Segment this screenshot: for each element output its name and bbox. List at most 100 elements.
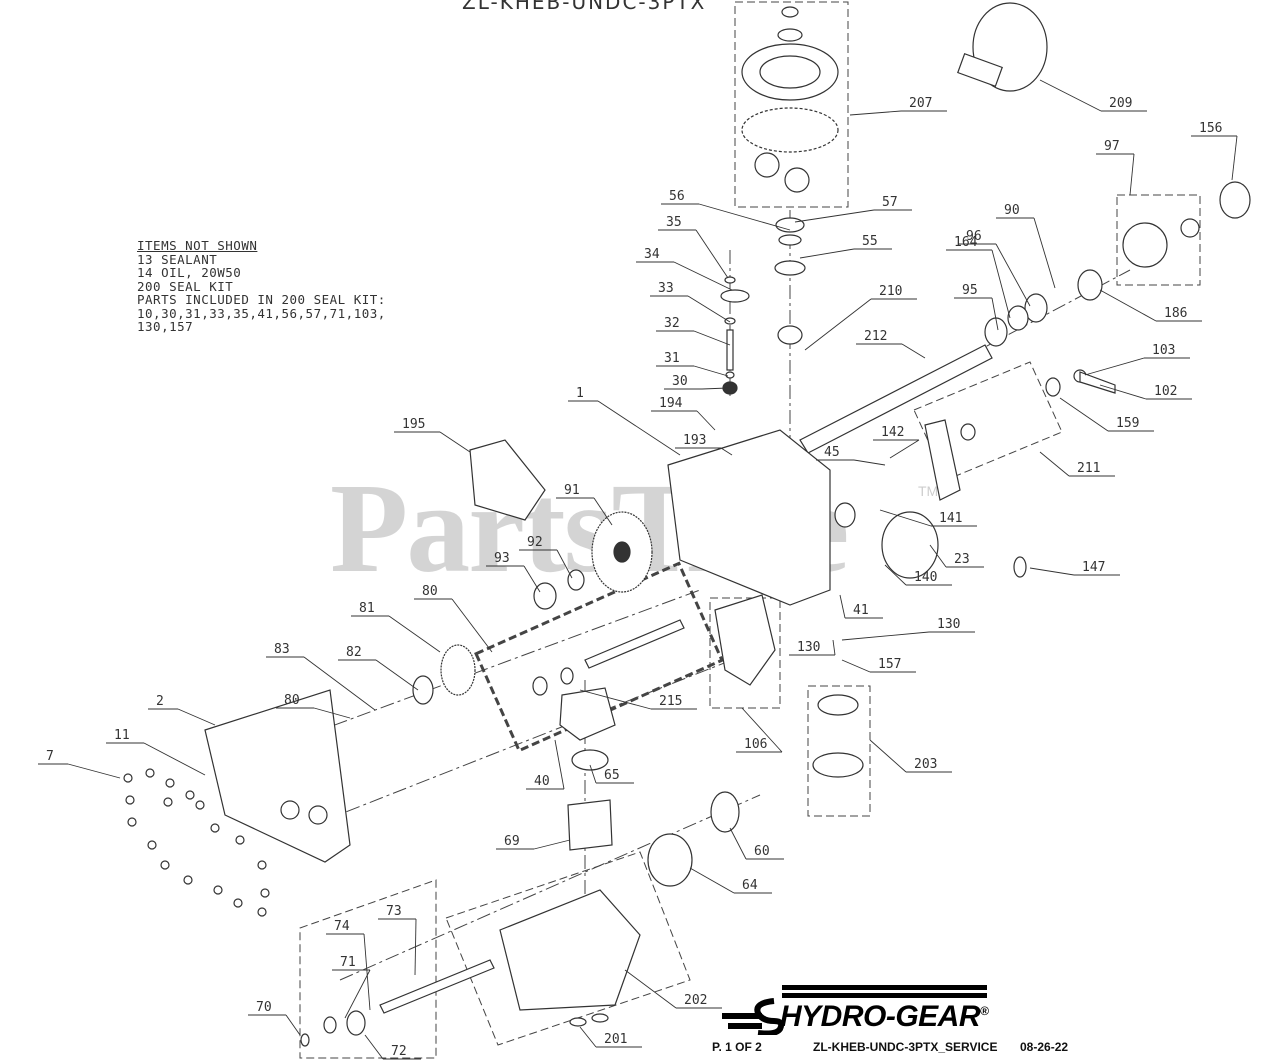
brand-name: HYDRO-GEAR®: [780, 1000, 989, 1033]
callout-label: 64: [742, 878, 758, 893]
callout-label: 41: [853, 603, 869, 618]
callout-leader: [841, 631, 930, 641]
callout-label: 157: [878, 657, 901, 672]
callout-label: 81: [359, 601, 375, 616]
valve-group-box: [807, 685, 871, 817]
callout-label: 130: [937, 617, 960, 632]
callout-leader: [869, 739, 907, 773]
callout-label: 91: [564, 483, 580, 498]
callout-leader: [1099, 289, 1157, 322]
callout-label: 212: [864, 329, 887, 344]
callout-leader: [1099, 384, 1147, 400]
callout-leader: [1033, 217, 1056, 289]
callout-leader: [794, 209, 875, 223]
callout-leader: [589, 764, 597, 784]
callout-label: 207: [909, 96, 932, 111]
callout-leader: [901, 343, 926, 359]
callout-leader: [884, 564, 907, 586]
callout-label: 194: [659, 396, 683, 411]
callout-label: 195: [402, 417, 425, 432]
callout-label: 73: [386, 904, 402, 919]
callout-leader: [597, 400, 681, 456]
callout-leader: [995, 243, 1031, 307]
callout-leader: [991, 249, 1011, 319]
callout-leader: [344, 969, 371, 1019]
hydro-gear-logo: [722, 985, 987, 1035]
callout-label: 74: [334, 919, 350, 934]
callout-leader: [1231, 135, 1238, 181]
callout-leader: [701, 387, 729, 390]
callout-label: 71: [340, 955, 356, 970]
callout-label: 72: [391, 1044, 407, 1059]
callout-label: 40: [534, 774, 550, 789]
motor-shaft-box: [299, 879, 437, 1059]
callout-label: 142: [881, 425, 904, 440]
callout-label: 159: [1116, 416, 1139, 431]
callout-leader: [1039, 451, 1070, 477]
callout-label: 33: [658, 281, 674, 296]
callout-leader: [720, 447, 733, 456]
callout-leader: [879, 509, 932, 527]
callout-leader: [363, 933, 371, 1011]
callout-label: 57: [882, 195, 898, 210]
callout-label: 60: [754, 844, 770, 859]
callout-label: 103: [1152, 343, 1175, 358]
callout-leader: [689, 867, 735, 894]
callout-label: 35: [666, 215, 682, 230]
callout-leader: [1029, 567, 1075, 576]
callout-leader: [849, 110, 902, 116]
callout-label: 215: [659, 694, 682, 709]
callout-leader: [1129, 153, 1135, 196]
note-line: 130,157: [137, 319, 194, 334]
callout-leader: [579, 689, 652, 710]
shaft-kit-box: [474, 561, 724, 753]
callout-leader: [693, 330, 731, 346]
callout-label: 164: [954, 235, 978, 250]
callout-label: 56: [669, 189, 685, 204]
callout-leader: [303, 656, 376, 711]
callout-label: 130: [797, 640, 820, 655]
callout-label: 186: [1164, 306, 1187, 321]
callout-label: 80: [422, 584, 438, 599]
hub-group-box: [1116, 194, 1201, 286]
callout-label: 102: [1154, 384, 1177, 399]
callout-leader: [687, 295, 731, 323]
callout-label: 1: [576, 386, 584, 401]
callout-leader: [673, 261, 733, 291]
note-line: PARTS INCLUDED IN 200 SEAL KIT:: [137, 292, 386, 307]
footer-page: P. 1 OF 2: [712, 1040, 762, 1054]
note-heading: ITEMS NOT SHOWN: [137, 238, 258, 253]
note-line: 13 SEALANT: [137, 251, 218, 267]
callout-leader: [624, 969, 677, 1009]
callout-leader: [375, 659, 419, 691]
callout-leader: [439, 431, 471, 453]
callout-label: 140: [914, 570, 937, 585]
callout-leader: [729, 827, 747, 860]
cover-group-box: [709, 597, 781, 709]
notes-block: ITEMS NOT SHOWN 13 SEALANT 14 OIL, 20W50…: [137, 239, 386, 334]
callout-leader: [364, 1034, 384, 1060]
callout-leader: [579, 1026, 597, 1048]
watermark-trademark: TM: [918, 483, 939, 499]
callout-label: 211: [1077, 461, 1100, 476]
callout-leader: [554, 739, 565, 790]
callout-leader: [804, 298, 872, 351]
callout-label: 201: [604, 1032, 627, 1047]
callout-leader: [853, 459, 886, 466]
callout-label: 92: [527, 535, 543, 550]
callout-leader: [696, 410, 716, 431]
callout-leader: [832, 639, 836, 656]
callout-label: 7: [46, 749, 54, 764]
note-line: 10,30,31,33,35,41,56,57,71,103,: [137, 305, 386, 321]
callout-label: 55: [862, 234, 878, 249]
callout-label: 69: [504, 834, 520, 849]
callout-label: 210: [879, 284, 902, 299]
callout-label: 45: [824, 445, 840, 460]
callout-leader: [313, 707, 351, 719]
callout-label: 93: [494, 551, 510, 566]
callout-label: 34: [644, 247, 660, 262]
callout-leader: [1084, 357, 1145, 376]
callout-leader: [799, 248, 855, 259]
